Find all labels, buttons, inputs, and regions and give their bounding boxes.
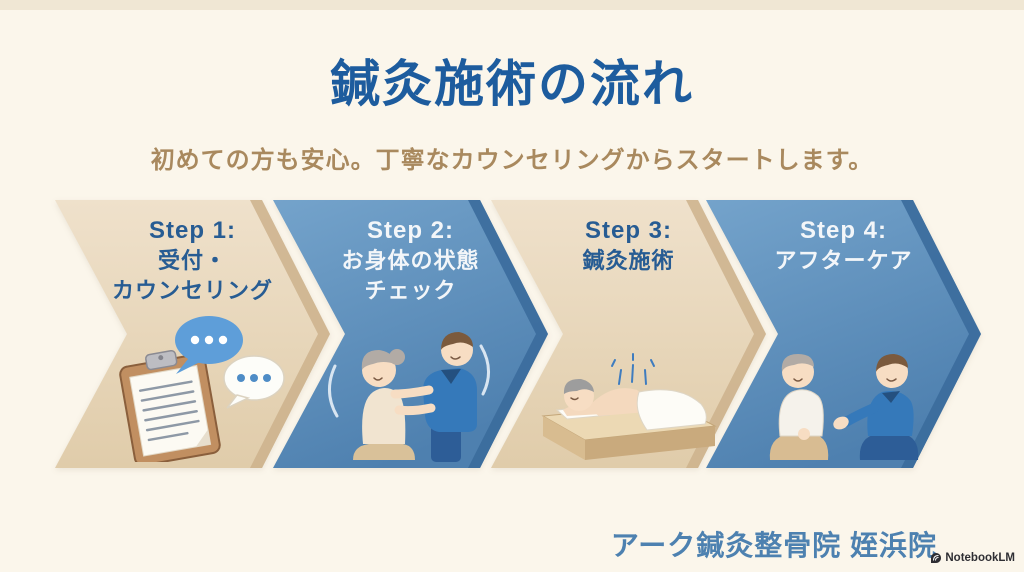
- step-title-line: チェック: [364, 278, 457, 303]
- step-3: Step 3: 鍼灸施術: [491, 200, 766, 468]
- step-title-line: 受付・: [157, 248, 227, 273]
- speech-bubble-blue: [175, 316, 243, 374]
- chevron-arrow-icon: [706, 200, 981, 468]
- step-label: Step 1:: [148, 217, 236, 244]
- clipboard-and-speech-bubbles-illustration: [119, 316, 285, 462]
- footer-clinic-name: アーク鍼灸整骨院 姪浜院: [610, 530, 937, 561]
- notebooklm-watermark: NotebookLM: [930, 552, 1015, 564]
- step-4-text: Step 4: アフターケア: [716, 216, 971, 276]
- step-2: Step 2: お身体の状態 チェック: [273, 200, 548, 468]
- speech-bubble-white: [223, 355, 285, 409]
- top-border-band: [0, 0, 1024, 10]
- posture-check-illustration: [328, 332, 490, 462]
- page-title: 鍼灸施術の流れ: [330, 56, 694, 112]
- process-steps-row: Step 1: 受付・ カウンセリング: [0, 200, 1024, 468]
- step-label: Step 2:: [366, 217, 454, 244]
- step-3-text: Step 3: 鍼灸施術: [501, 216, 756, 276]
- acupuncture-needles: [611, 353, 655, 385]
- chevron-arrow-icon: [273, 200, 548, 468]
- step-title-line: カウンセリング: [111, 278, 273, 303]
- step-label: Step 3:: [584, 217, 672, 244]
- watermark-label: NotebookLM: [945, 552, 1015, 564]
- page-subtitle: 初めての方も安心。丁寧なカウンセリングからスタートします。: [150, 147, 874, 174]
- aftercare-conversation-illustration: [769, 354, 919, 460]
- step-label: Step 4:: [799, 217, 887, 244]
- step-1-text: Step 1: 受付・ カウンセリング: [65, 216, 320, 306]
- notebooklm-logo-icon: [931, 553, 942, 563]
- step-4: Step 4: アフターケア: [706, 200, 981, 468]
- step-title-line: お身体の状態: [341, 248, 480, 273]
- acupuncture-treatment-illustration: [541, 353, 717, 460]
- step-title-line: アフターケア: [774, 248, 913, 273]
- step-2-text: Step 2: お身体の状態 チェック: [283, 216, 538, 306]
- step-1: Step 1: 受付・ カウンセリング: [55, 200, 330, 468]
- step-title-line: 鍼灸施術: [582, 248, 675, 273]
